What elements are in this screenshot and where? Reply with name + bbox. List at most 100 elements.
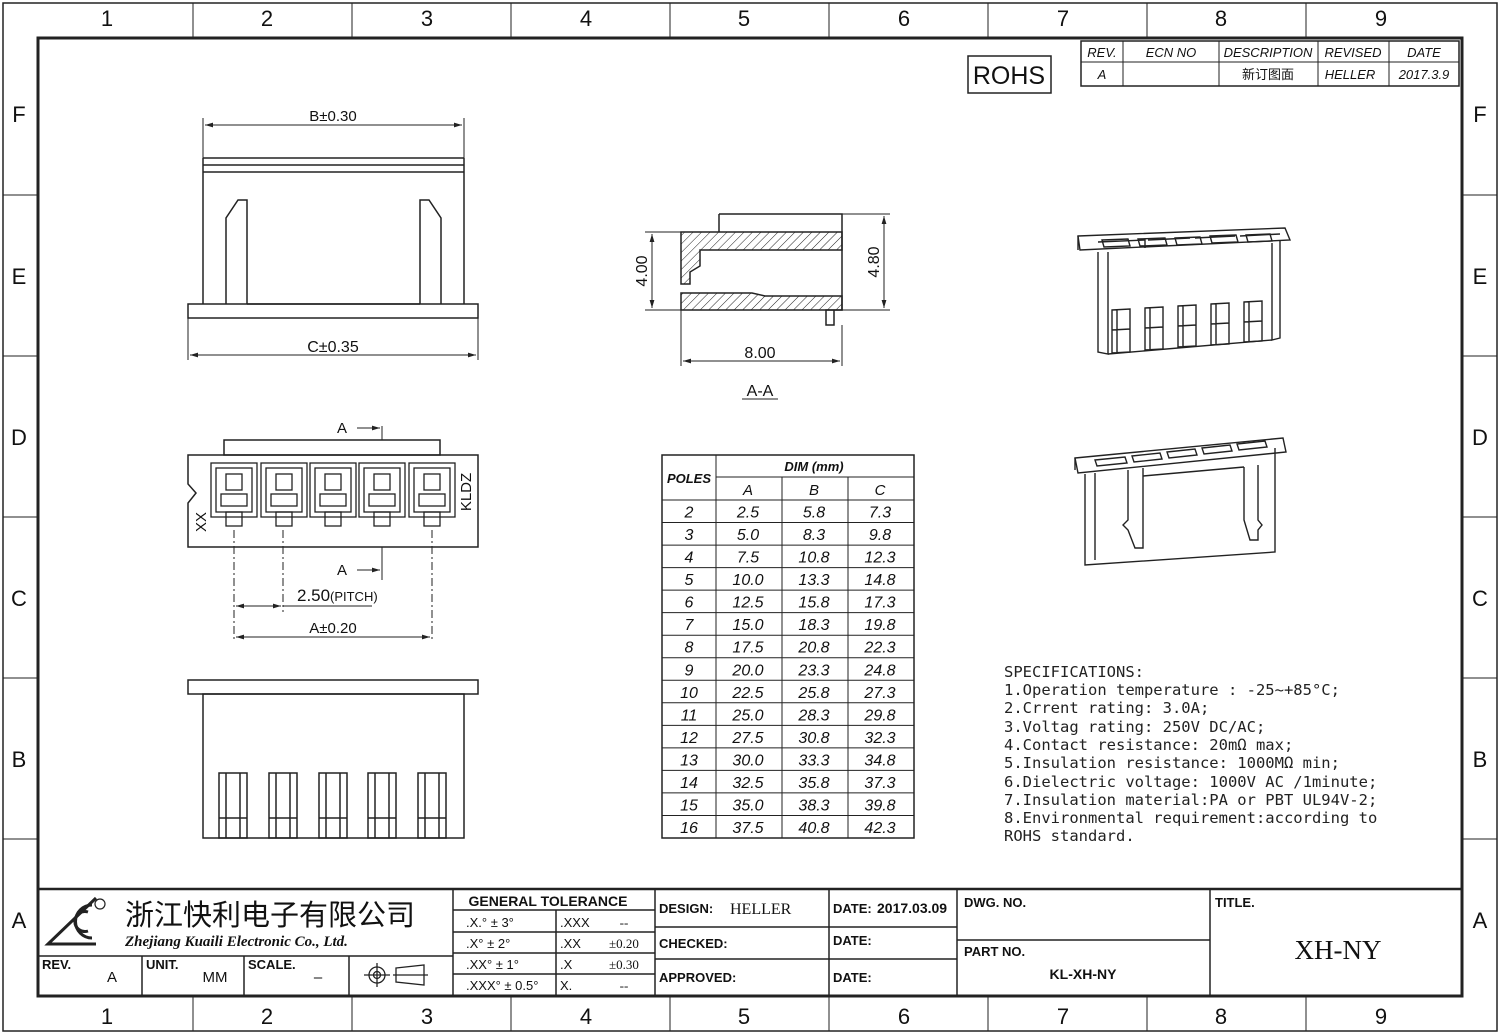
tolerance-cell: ±0.30 [609, 957, 639, 972]
company-name-cn: 浙江快利电子有限公司 [125, 899, 415, 932]
dim-cell: 5.8 [803, 505, 825, 522]
row-label: F [1473, 102, 1486, 127]
col-label: 2 [261, 1004, 273, 1029]
dim-cell: 30.0 [732, 752, 763, 769]
col-label: 8 [1215, 6, 1227, 31]
poles-header: POLES [667, 471, 711, 486]
section-label: A-A [747, 383, 774, 400]
dim-section-height-inner: 4.00 [634, 255, 651, 286]
poles-cell: 15 [680, 797, 698, 814]
tolerance-cell: -- [620, 915, 629, 930]
rev-label: REV. [42, 957, 71, 972]
row-label: B [1473, 747, 1488, 772]
column-labels: 1 2 3 4 5 6 7 8 9 1 2 3 4 5 6 7 8 9 [101, 6, 1387, 1029]
isometric-view-top [1074, 437, 1287, 566]
ecn-header: ECN NO [1146, 45, 1197, 60]
specifications: SPECIFICATIONS: 1.Operation temperature … [1004, 663, 1377, 845]
poles-cell: 8 [685, 640, 694, 657]
poles-cell: 11 [681, 707, 698, 724]
col-label: 4 [580, 1004, 592, 1029]
poles-cell: 10 [680, 685, 698, 702]
poles-cell: 12 [680, 730, 698, 747]
dim-cell: 17.5 [732, 640, 763, 657]
isometric-view-bottom [1077, 227, 1292, 355]
row-label: E [1473, 264, 1488, 289]
description-header: DESCRIPTION [1224, 45, 1313, 60]
dim-cell: 39.8 [864, 797, 895, 814]
dim-cell: 34.8 [864, 752, 895, 769]
date2-label: DATE: [833, 933, 872, 948]
poles-cell: 13 [680, 752, 698, 769]
spec-line: 4.Contact resistance: 20mΩ max; [1004, 736, 1293, 754]
spec-line: 1.Operation temperature : -25~+85°C; [1004, 681, 1340, 699]
design-value: HELLER [730, 901, 792, 918]
dim-section-height-outer: 4.80 [866, 246, 883, 277]
scale-value: – [314, 969, 323, 986]
dim-cell: 37.3 [864, 775, 895, 792]
col-label: 3 [421, 6, 433, 31]
row-label: A [1473, 908, 1488, 933]
spec-line: 8.Environmental requirement:according to [1004, 809, 1377, 827]
date3-label: DATE: [833, 970, 872, 985]
col-b-header: B [809, 482, 819, 499]
rev-value: A [107, 969, 117, 986]
title-label: TITLE. [1215, 895, 1255, 910]
poles-cell: 7 [685, 617, 695, 634]
part-no-value: KL-XH-NY [1050, 966, 1118, 982]
col-label: 6 [898, 1004, 910, 1029]
unit-label: UNIT. [146, 957, 179, 972]
col-label: 7 [1057, 1004, 1069, 1029]
poles-cell: 2 [684, 505, 694, 522]
date1-value: 2017.03.09 [877, 900, 947, 916]
dim-a: A±0.20 [309, 620, 356, 637]
dim-cell: 29.8 [863, 707, 895, 724]
dwg-no-label: DWG. NO. [964, 895, 1026, 910]
revised-header: REVISED [1324, 45, 1381, 60]
spec-line: 2.Crrent rating: 3.0A; [1004, 699, 1209, 717]
dim-cell: 28.3 [797, 707, 829, 724]
title-value: XH-NY [1295, 935, 1382, 965]
poles-cell: 6 [685, 595, 694, 612]
design-label: DESIGN: [659, 901, 713, 916]
dim-cell: 12.3 [864, 550, 895, 567]
row-label: D [11, 425, 27, 450]
spec-line: 5.Insulation resistance: 1000MΩ min; [1004, 754, 1340, 772]
row-label: C [11, 586, 27, 611]
dim-b: B±0.30 [309, 108, 356, 125]
col-label: 7 [1057, 6, 1069, 31]
tolerance-cell: .X.° ± 3° [466, 915, 514, 930]
dim-cell: 10.8 [798, 550, 829, 567]
dim-cell: 5.0 [737, 527, 759, 544]
dim-cell: 7.5 [737, 550, 759, 567]
company-logo [44, 896, 106, 946]
col-label: 3 [421, 1004, 433, 1029]
rev-value: A [1097, 67, 1107, 82]
dim-cell: 10.0 [732, 572, 763, 589]
dim-cell: 24.8 [863, 662, 895, 679]
spec-title: SPECIFICATIONS: [1004, 663, 1144, 681]
dim-cell: 25.0 [731, 707, 763, 724]
dim-cell: 14.8 [864, 572, 895, 589]
tolerance-cell: -- [620, 978, 629, 993]
dim-header: DIM (mm) [784, 459, 843, 474]
date-header: DATE [1407, 45, 1441, 60]
projection-symbol-icon [364, 963, 428, 987]
dim-section-width: 8.00 [744, 345, 775, 362]
dim-c: C±0.35 [307, 339, 359, 356]
dim-cell: 32.5 [732, 775, 763, 792]
section-view [645, 213, 890, 400]
tolerance-cell: .X [560, 957, 573, 972]
poles-cell: 9 [685, 662, 694, 679]
dim-cell: 7.3 [869, 505, 891, 522]
dim-cell: 22.5 [731, 685, 763, 702]
dim-cell: 19.8 [864, 617, 895, 634]
dim-cell: 8.3 [803, 527, 825, 544]
col-label: 9 [1375, 1004, 1387, 1029]
company-name-en: Zhejiang Kuaili Electronic Co., Ltd. [124, 934, 348, 950]
col-a-header: A [742, 482, 753, 499]
dim-cell: 30.8 [798, 730, 829, 747]
poles-cell: 14 [680, 775, 698, 792]
dim-cell: 23.3 [797, 662, 829, 679]
